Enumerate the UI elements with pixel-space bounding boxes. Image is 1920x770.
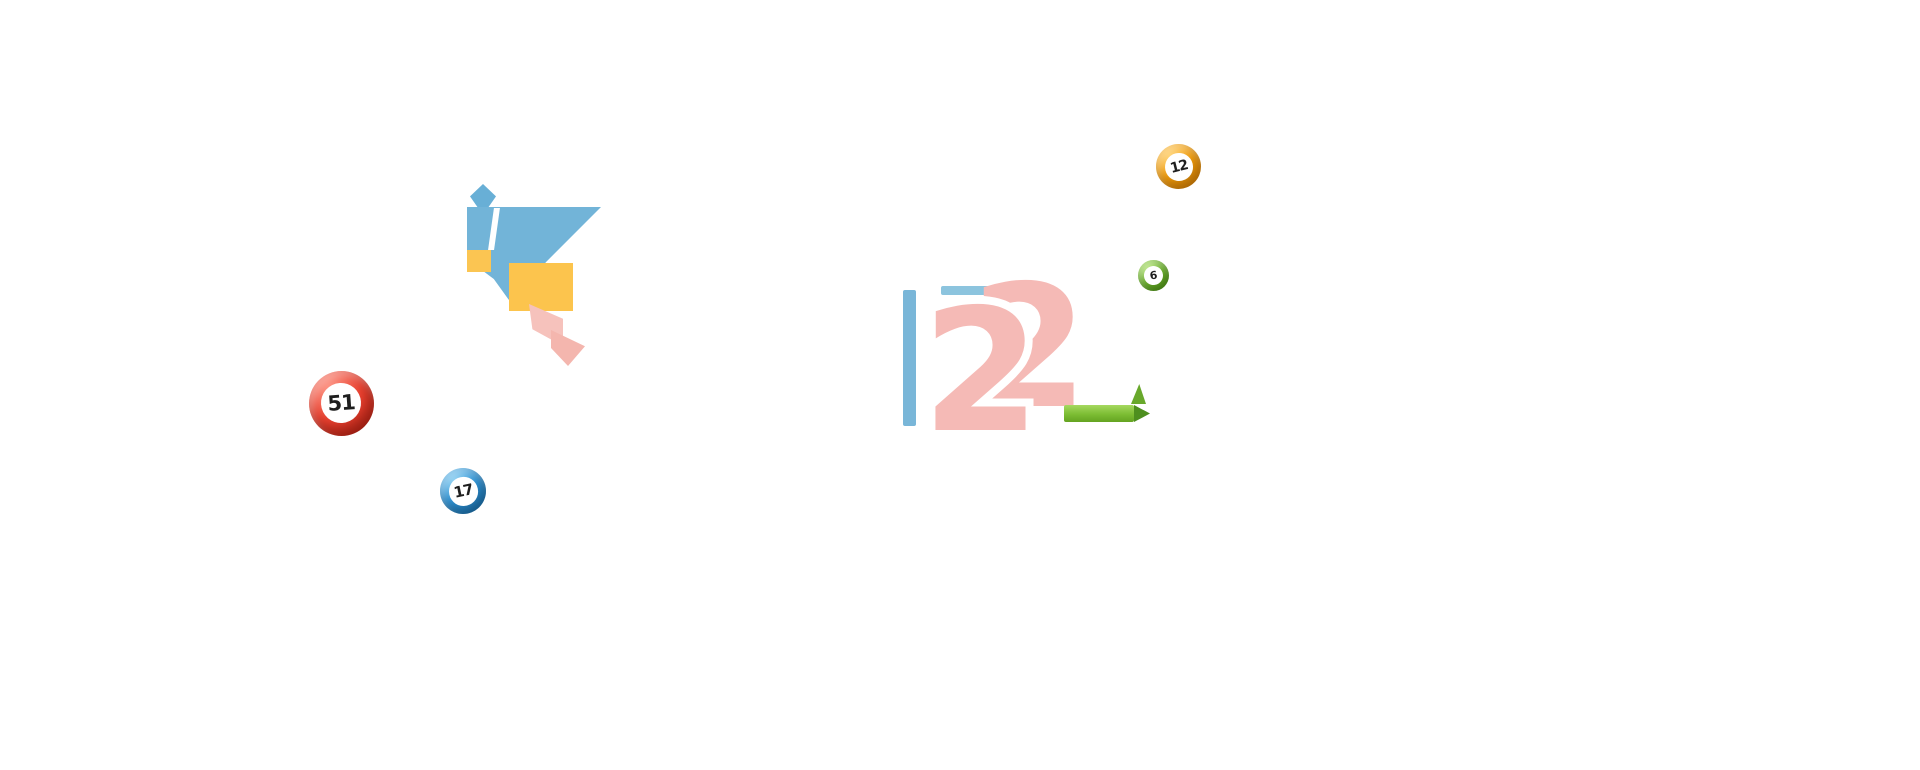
blue-horizontal-bar-shape [941,286,1001,295]
pencil-tip [1134,405,1150,422]
bingo-ball-blue: 17 [440,468,486,514]
yellow-square-shape [467,250,491,272]
pencil-accent [1131,384,1146,404]
ball-number-51: 51 [319,381,364,426]
yellow-rect-shape [509,263,573,311]
ball-number-17: 17 [446,474,480,508]
bingo-ball-green: 6 [1138,260,1169,291]
pencil-body [1064,405,1134,422]
pink-numeral-front-outline: 2 [914,273,1048,471]
pink-numeral-front: 2 [922,273,1041,471]
abstract-illustration-right: 2 2 2 [898,263,1160,465]
ball-number-12: 12 [1161,149,1196,184]
blue-vertical-bar-shape [903,290,916,426]
bingo-ball-orange: 12 [1156,144,1201,189]
pink-ribbon-shape-2 [551,330,585,366]
bingo-ball-red: 51 [309,371,374,436]
pink-numeral-back: 2 [970,249,1089,447]
abstract-illustration-left [465,184,605,369]
ball-number-6: 6 [1142,264,1165,287]
